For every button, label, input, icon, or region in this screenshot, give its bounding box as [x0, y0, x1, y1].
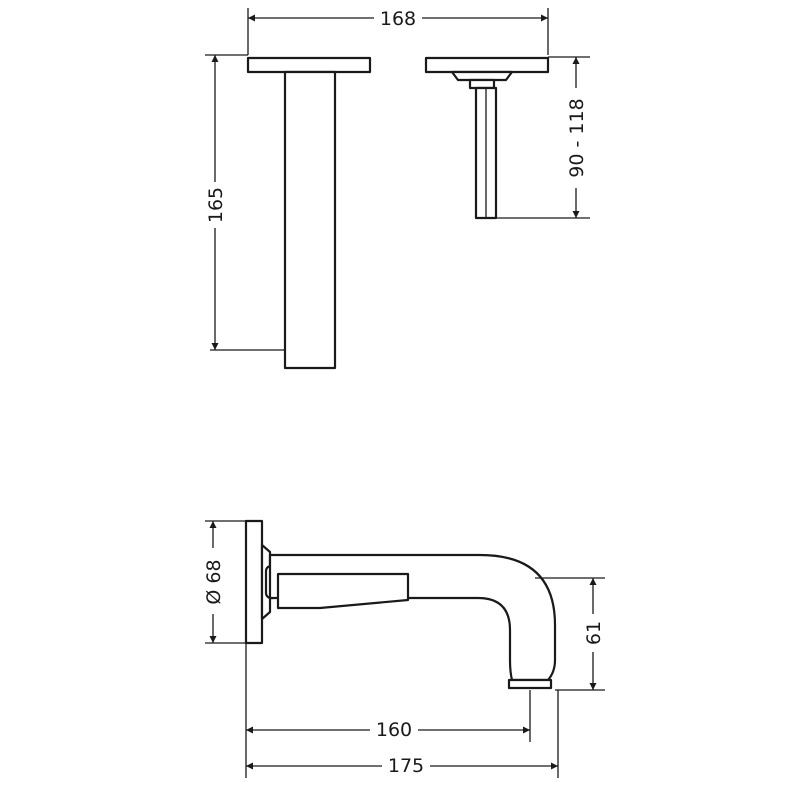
dimension-label: 175	[388, 755, 424, 777]
dimension-label: Ø 68	[203, 559, 225, 604]
top-view-spout	[205, 54, 372, 370]
dimension-label: 90 - 118	[566, 98, 588, 177]
side-view-rosette	[244, 519, 264, 645]
valve-collar	[468, 78, 496, 90]
dimension-160: 160	[246, 719, 530, 741]
top-view-valve	[424, 56, 590, 220]
top-view-rosette-plate	[246, 56, 372, 74]
valve-rosette-plate	[424, 56, 550, 74]
dimension-label: 168	[380, 8, 416, 30]
side-view-aerator	[507, 678, 553, 690]
side-view-spout	[205, 519, 605, 778]
dimension-diameter-68: Ø 68	[202, 521, 225, 643]
dimension-label: 61	[583, 621, 605, 645]
dimension-label: 160	[376, 719, 412, 741]
dimension-165: 165	[204, 55, 227, 350]
dimension-61: 61	[582, 578, 605, 690]
side-view-lever	[276, 572, 410, 610]
valve-mounting-boss	[450, 70, 514, 82]
dimension-175: 175	[246, 755, 558, 777]
dimension-168: 168	[247, 8, 549, 55]
dimension-90-118: 90 - 118	[565, 57, 588, 218]
top-view-spout-body	[283, 70, 337, 370]
dimension-label: 165	[205, 187, 227, 223]
